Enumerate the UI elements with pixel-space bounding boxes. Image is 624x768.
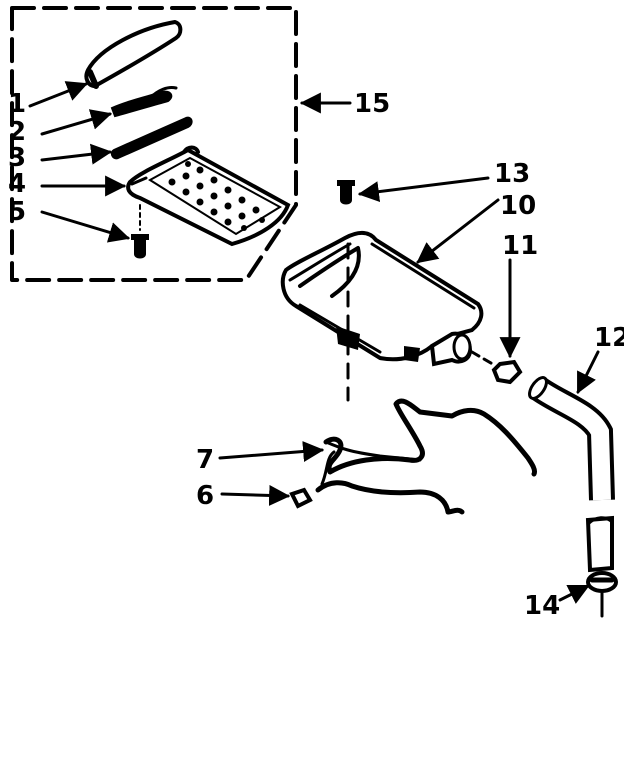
- leader-2: [40, 109, 113, 136]
- callout-11: 11: [502, 231, 538, 261]
- callout-14: 14: [524, 591, 560, 621]
- callout-6: 6: [196, 481, 214, 511]
- part-13-screw: [337, 176, 490, 205]
- part-6-connector: [220, 450, 465, 515]
- callout-12: 12: [594, 323, 624, 353]
- callout-4: 4: [8, 169, 26, 199]
- callout-5: 5: [8, 197, 26, 227]
- leader-5: [40, 210, 131, 243]
- callout-15: 15: [354, 89, 390, 119]
- callout-2: 2: [8, 117, 26, 147]
- part-2-clip: [110, 86, 178, 118]
- part-7-wire: [218, 398, 537, 477]
- callout-10: 10: [500, 191, 536, 221]
- part-14-fitting: [558, 571, 618, 618]
- leader-3: [40, 143, 113, 165]
- callout-13: 13: [494, 159, 530, 189]
- part-5-screw: [131, 204, 149, 259]
- callout-7: 7: [196, 445, 214, 475]
- kit-box-outline: [10, 6, 298, 282]
- part-11-gasket: [470, 258, 523, 385]
- callout-3: 3: [8, 143, 26, 173]
- leader-1: [28, 81, 88, 108]
- part-4-tray: [126, 145, 291, 247]
- part-1-handle: [84, 19, 183, 89]
- callout-1: 1: [8, 89, 26, 119]
- part-10-housing: [280, 198, 500, 402]
- part-12-hose: [528, 350, 615, 573]
